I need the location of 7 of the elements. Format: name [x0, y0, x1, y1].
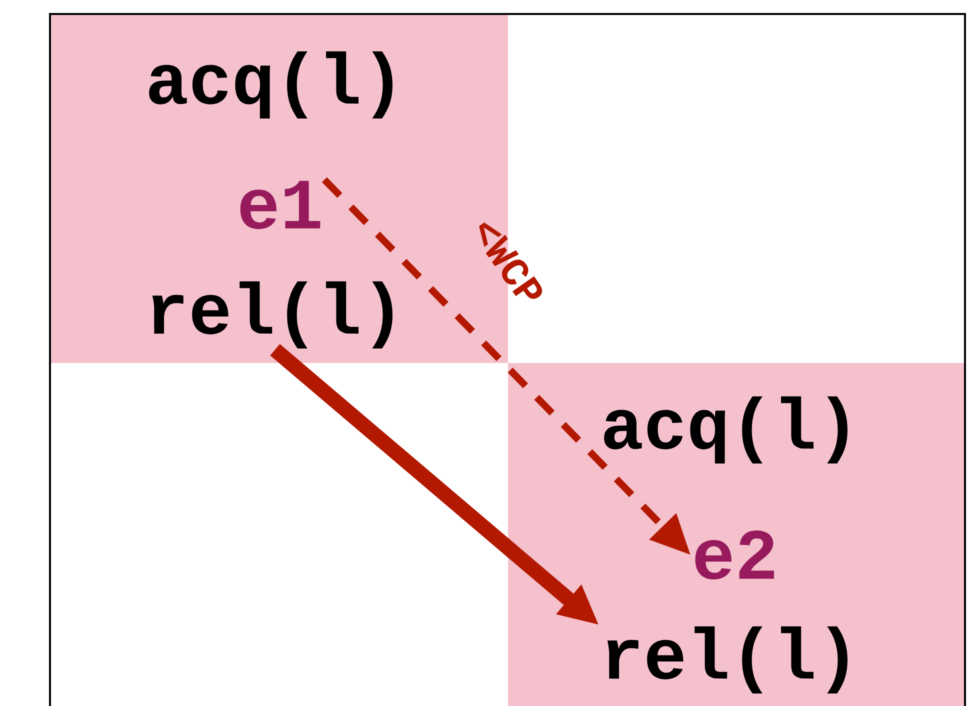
operation-label: rel(l) — [152, 281, 392, 349]
operation-label: rel(l) — [607, 626, 848, 694]
highlight-region — [508, 363, 965, 706]
operation-label: acq(l) — [604, 396, 848, 464]
event-label: e2 — [695, 530, 774, 580]
operation-label: acq(l) — [149, 51, 392, 119]
event-label: e1 — [240, 180, 320, 230]
